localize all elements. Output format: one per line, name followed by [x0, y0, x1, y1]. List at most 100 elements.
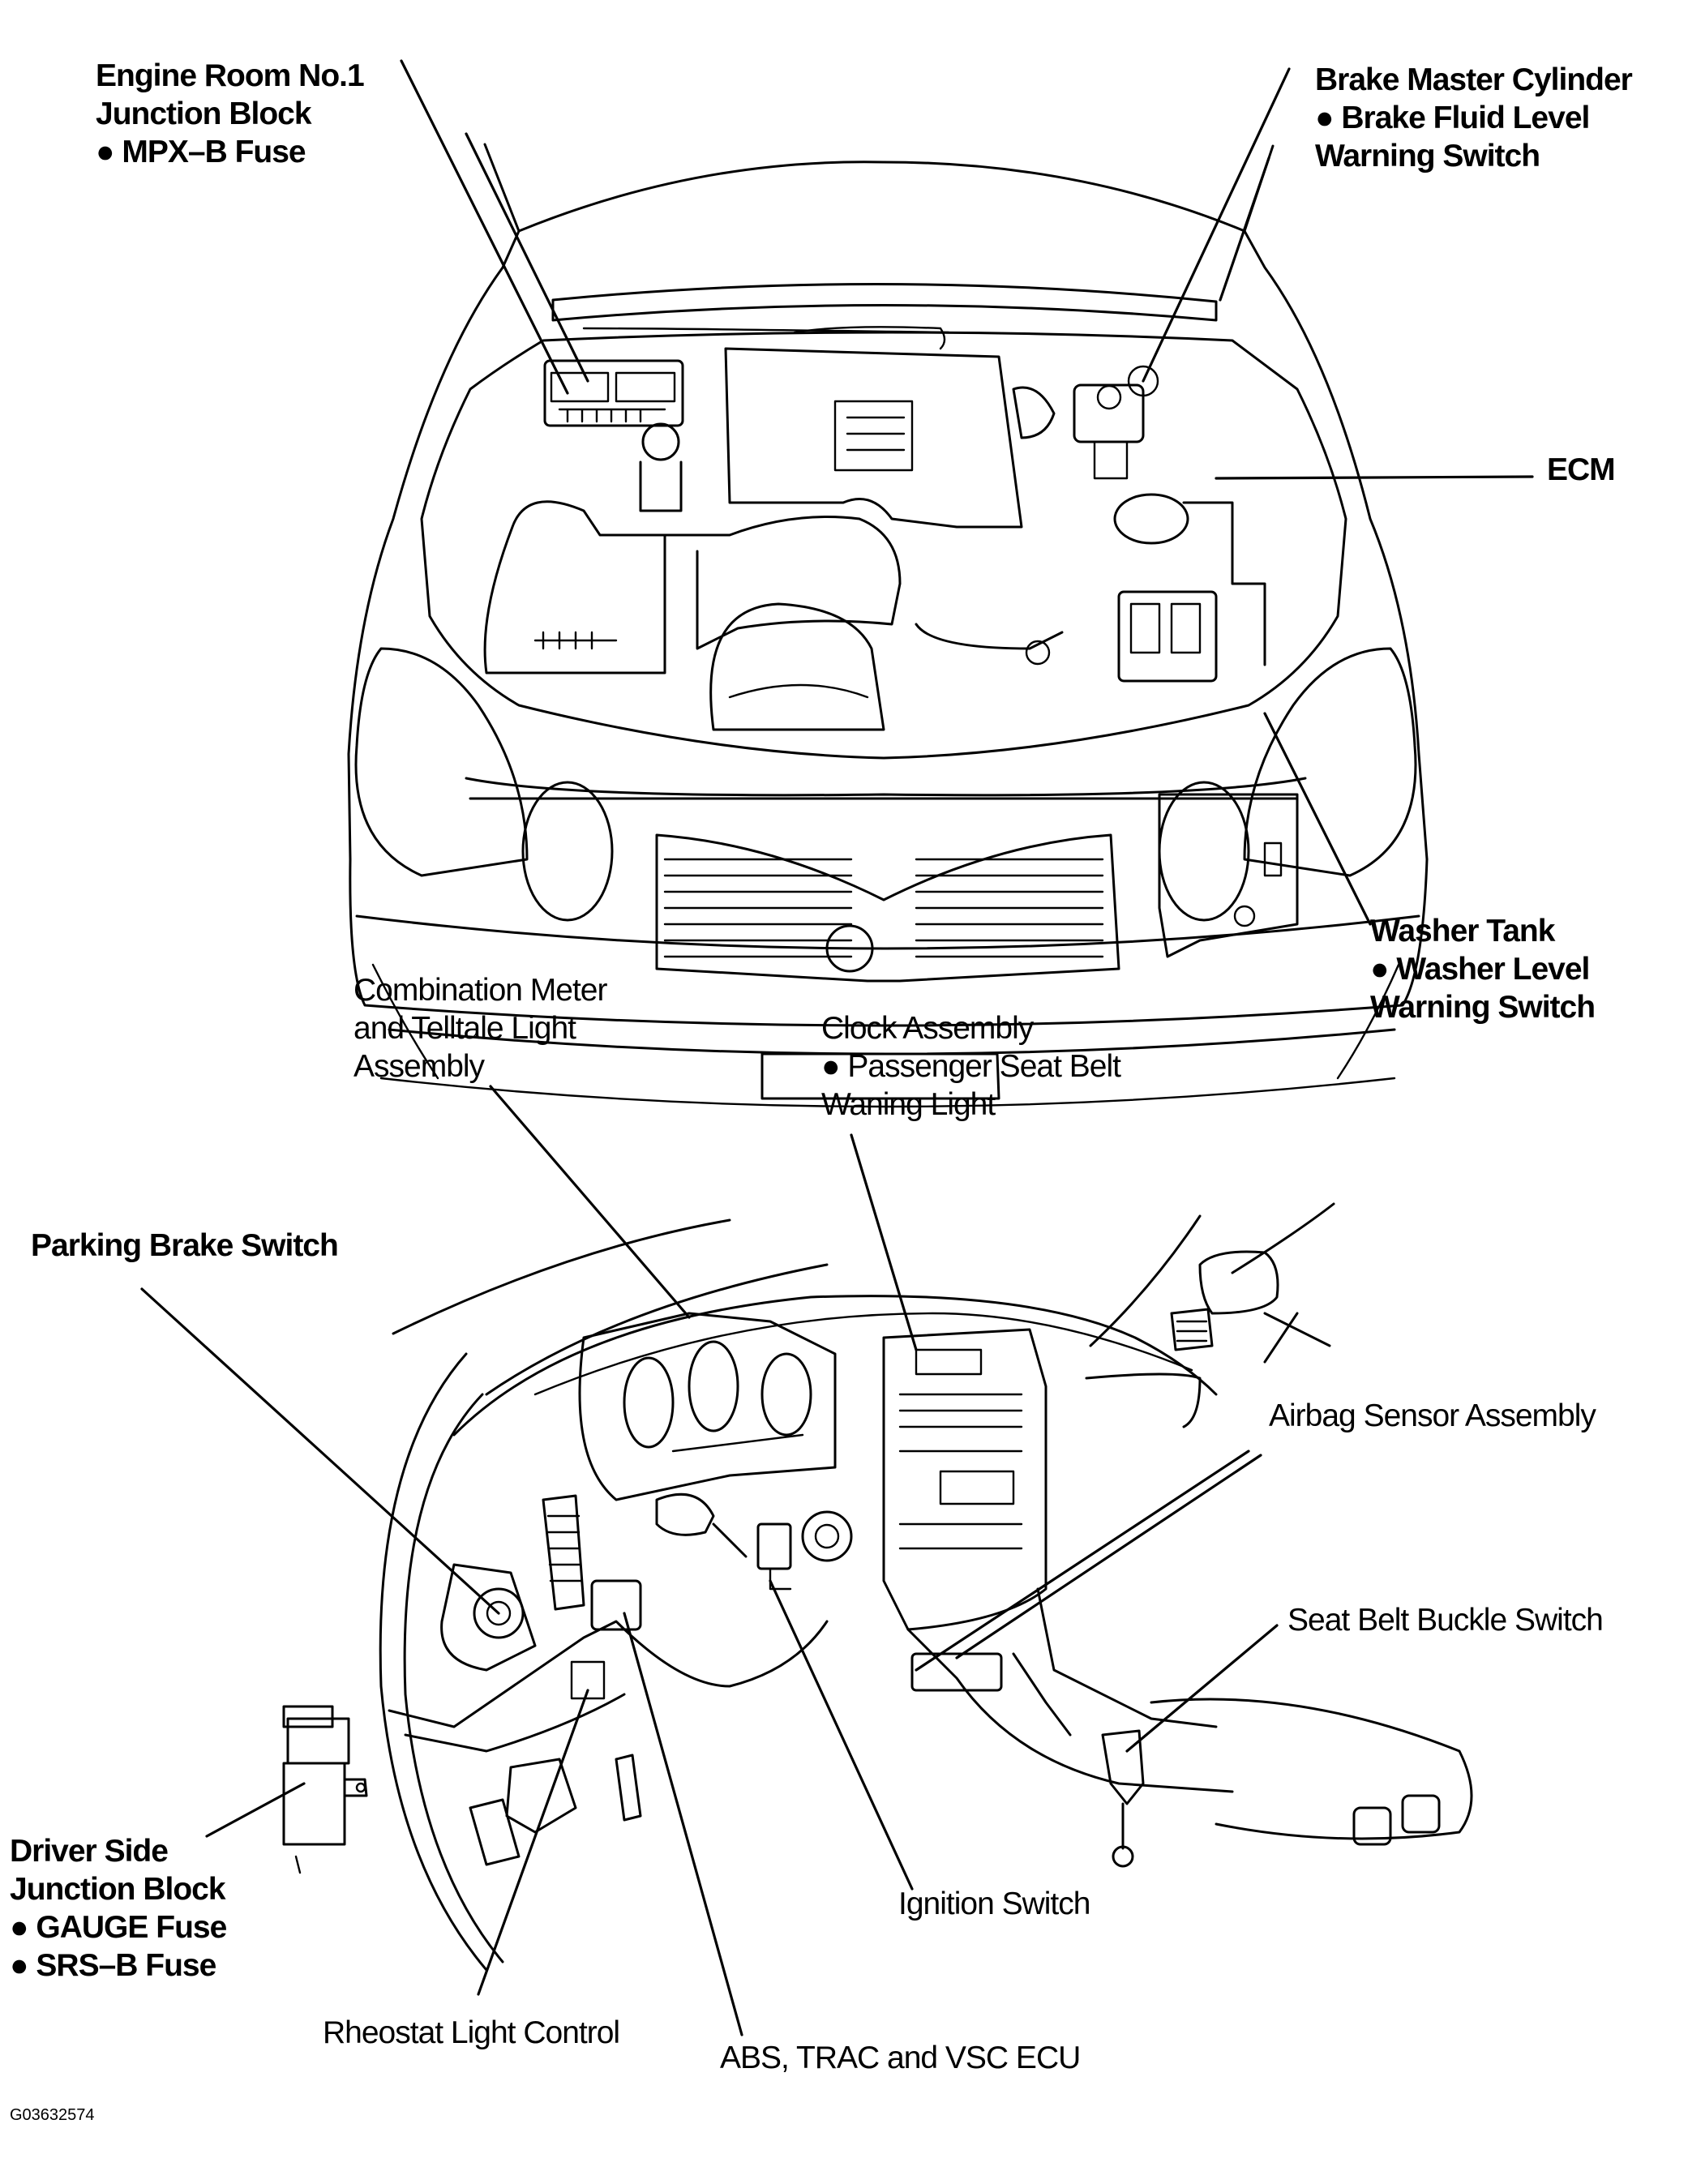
leader-line-ecm — [1215, 475, 1534, 480]
callout-engine-room-junction-block: Engine Room No.1 Junction Block ● MPX–B … — [96, 57, 365, 171]
leader-line-airbag-sensor — [955, 1454, 1262, 1659]
callout-line: Seat Belt Buckle Switch — [1287, 1603, 1604, 1638]
fog-lamp-right — [1158, 781, 1250, 922]
radiator-support — [465, 777, 1307, 797]
callout-airbag-sensor-assembly: Airbag Sensor Assembly — [1269, 1397, 1596, 1435]
dash-vent-right — [1170, 1308, 1214, 1351]
callout-brake-master-cylinder: Brake Master Cylinder ● Brake Fluid Leve… — [1315, 61, 1633, 175]
air-cleaner-box — [483, 500, 666, 674]
ignition-switch-part — [756, 1510, 853, 1591]
combination-meter-part — [578, 1312, 837, 1501]
leader-line-washer-tank — [1263, 712, 1372, 926]
grille — [655, 833, 1120, 983]
callout-line: Parking Brake Switch — [31, 1228, 339, 1263]
body-outline — [347, 161, 1429, 861]
callout-line: and Telltale Light — [353, 1011, 576, 1046]
callout-line: Assembly — [353, 1049, 485, 1084]
coolant-reservoir — [641, 422, 680, 461]
leader-line-rheostat — [477, 1689, 589, 1996]
a-pillar — [379, 1352, 504, 1972]
center-stack — [882, 1328, 1048, 1631]
callout-line: Junction Block — [10, 1872, 226, 1907]
hood-left-edge — [483, 143, 521, 233]
engine-room-junction-block — [543, 359, 684, 427]
engine-compartment-view — [347, 143, 1429, 1108]
parking-pedal — [469, 1798, 521, 1866]
cowl — [551, 282, 1218, 322]
side-mirror — [1198, 1250, 1279, 1315]
leader-line-seat-belt-buckle — [1125, 1624, 1279, 1753]
callout-line: Rheostat Light Control — [323, 2015, 620, 2050]
callout-washer-tank: Washer Tank ● Washer Level Warning Switc… — [1370, 912, 1596, 1026]
engine-cover — [724, 347, 1023, 529]
brake-master-cylinder-part — [1073, 365, 1159, 480]
windshield-frame — [392, 1218, 829, 1396]
callout-rheostat-light-control: Rheostat Light Control — [323, 2014, 620, 2052]
ecm-part — [1117, 590, 1218, 683]
callout-line: ● MPX–B Fuse — [96, 135, 306, 169]
rheostat-part — [570, 1660, 606, 1700]
leader-line-airbag-sensor-2 — [915, 1450, 1250, 1672]
callout-line: Combination Meter — [353, 973, 607, 1008]
leader-line-engine-room-jb-2 — [465, 132, 589, 383]
callout-driver-side-junction-block: Driver Side Junction Block ● GAUGE Fuse … — [10, 1832, 227, 1985]
leader-line-parking-brake-switch — [140, 1287, 500, 1615]
abs-ecu-part — [590, 1579, 642, 1631]
brake-pedal — [505, 1758, 577, 1834]
leader-line-brake-master-cyl-2 — [1219, 156, 1270, 302]
airbag-sensor-part — [910, 1652, 1003, 1692]
parking-brake-switch-part — [440, 1563, 537, 1672]
plenum-dome — [709, 602, 885, 731]
seat-belt-buckle-part — [1101, 1729, 1145, 1868]
callout-clock-assembly: Clock Assembly ● Passenger Seat Belt Wan… — [821, 1009, 1121, 1124]
callout-seat-belt-buckle-switch: Seat Belt Buckle Switch — [1287, 1601, 1604, 1639]
callout-parking-brake-switch: Parking Brake Switch — [31, 1227, 339, 1265]
callout-line: Brake Master Cylinder — [1315, 62, 1633, 97]
callout-line: Junction Block — [96, 96, 312, 131]
license-plate-bracket — [760, 1052, 1000, 1100]
callout-line: Ignition Switch — [898, 1886, 1090, 1921]
callout-line: Warning Switch — [1370, 990, 1596, 1025]
callout-line: Engine Room No.1 — [96, 58, 365, 93]
front-bumper — [349, 858, 1429, 1027]
washer-tank-part — [1158, 793, 1299, 958]
callout-abs-trac-vsc-ecu: ABS, TRAC and VSC ECU — [720, 2039, 1081, 2077]
callout-line: Waning Light — [821, 1087, 996, 1122]
interior-dashboard-view — [282, 1202, 1473, 1972]
fog-lamp-left — [521, 781, 614, 922]
callout-line: Airbag Sensor Assembly — [1269, 1398, 1596, 1433]
figure-id: G03632574 — [10, 2106, 95, 2124]
callout-line: ● GAUGE Fuse — [10, 1910, 227, 1945]
callout-line: Driver Side — [10, 1834, 169, 1869]
callout-line: ECM — [1547, 452, 1616, 487]
intake-duct — [606, 516, 902, 650]
leader-line-ignition-switch — [769, 1579, 914, 1891]
callout-line: Clock Assembly — [821, 1011, 1034, 1046]
leader-lines — [140, 59, 1534, 2036]
callout-ignition-switch: Ignition Switch — [898, 1885, 1090, 1923]
rear-vents — [1352, 1794, 1441, 1846]
steering-column — [655, 1492, 715, 1536]
driver-side-junction-block-part — [282, 1705, 368, 1874]
callout-line: ● SRS–B Fuse — [10, 1948, 216, 1983]
leader-line-combination-meter — [489, 1085, 691, 1319]
callout-line: ABS, TRAC and VSC ECU — [720, 2041, 1081, 2075]
headlamp-right — [1243, 647, 1417, 877]
engine-bay — [420, 331, 1347, 760]
dashboard-top — [452, 1295, 1218, 1437]
leader-line-engine-room-jb — [400, 59, 569, 395]
accelerator-pedal — [615, 1754, 642, 1822]
lower-dash — [388, 1620, 829, 1728]
callout-combination-meter: Combination Meter and Telltale Light Ass… — [353, 971, 607, 1086]
seat-cushion — [1150, 1698, 1473, 1840]
callout-ecm: ECM — [1547, 451, 1616, 489]
clock-assembly-part — [915, 1348, 983, 1376]
leader-line-brake-master-cyl — [1142, 67, 1291, 383]
callout-line: Washer Tank — [1370, 914, 1555, 949]
strut-tower — [1113, 493, 1189, 545]
callout-line: ● Passenger Seat Belt — [821, 1049, 1121, 1084]
leader-line-clock-assembly — [850, 1133, 918, 1351]
callout-line: ● Brake Fluid Level — [1315, 101, 1590, 135]
callout-line: Warning Switch — [1315, 139, 1540, 173]
